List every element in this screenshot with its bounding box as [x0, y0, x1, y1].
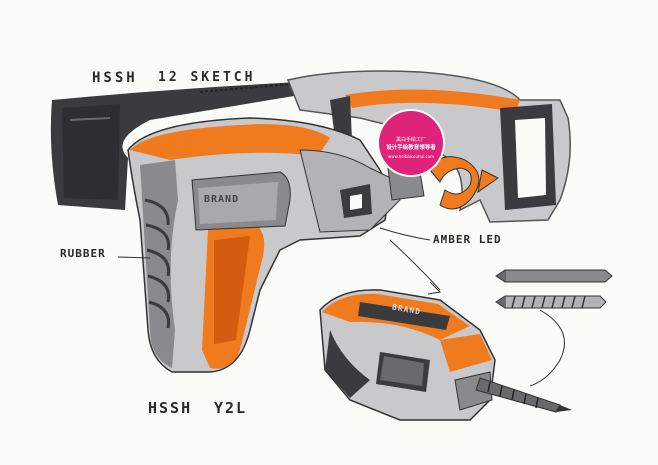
- amber-led-callout-label: AMBER LED: [433, 233, 502, 246]
- rubber-callout-label: RUBBER: [60, 247, 106, 260]
- watermark-badge: 黑白手绘工厂 设计手绘教育领导者 www.heibaisouhui.com: [379, 111, 443, 175]
- signature-right: Y2L: [214, 399, 248, 417]
- rubber-grip: [144, 198, 171, 329]
- rotation-arrow: [429, 156, 480, 210]
- brand-label-body: BRAND: [204, 194, 240, 205]
- drill-bit-plain: [504, 269, 613, 283]
- signature-left: HSSH: [148, 399, 193, 417]
- sketch-title-left: HSSH: [92, 70, 138, 86]
- watermark-brand: 黑白手绘工厂: [395, 137, 426, 143]
- watermark-url: www.heibaisouhui.com: [388, 154, 434, 159]
- sketch-title-right: 12 SKETCH: [158, 70, 256, 85]
- watermark-slogan: 设计手绘教育领导者: [386, 145, 436, 151]
- drill-bit-screw: [504, 295, 607, 309]
